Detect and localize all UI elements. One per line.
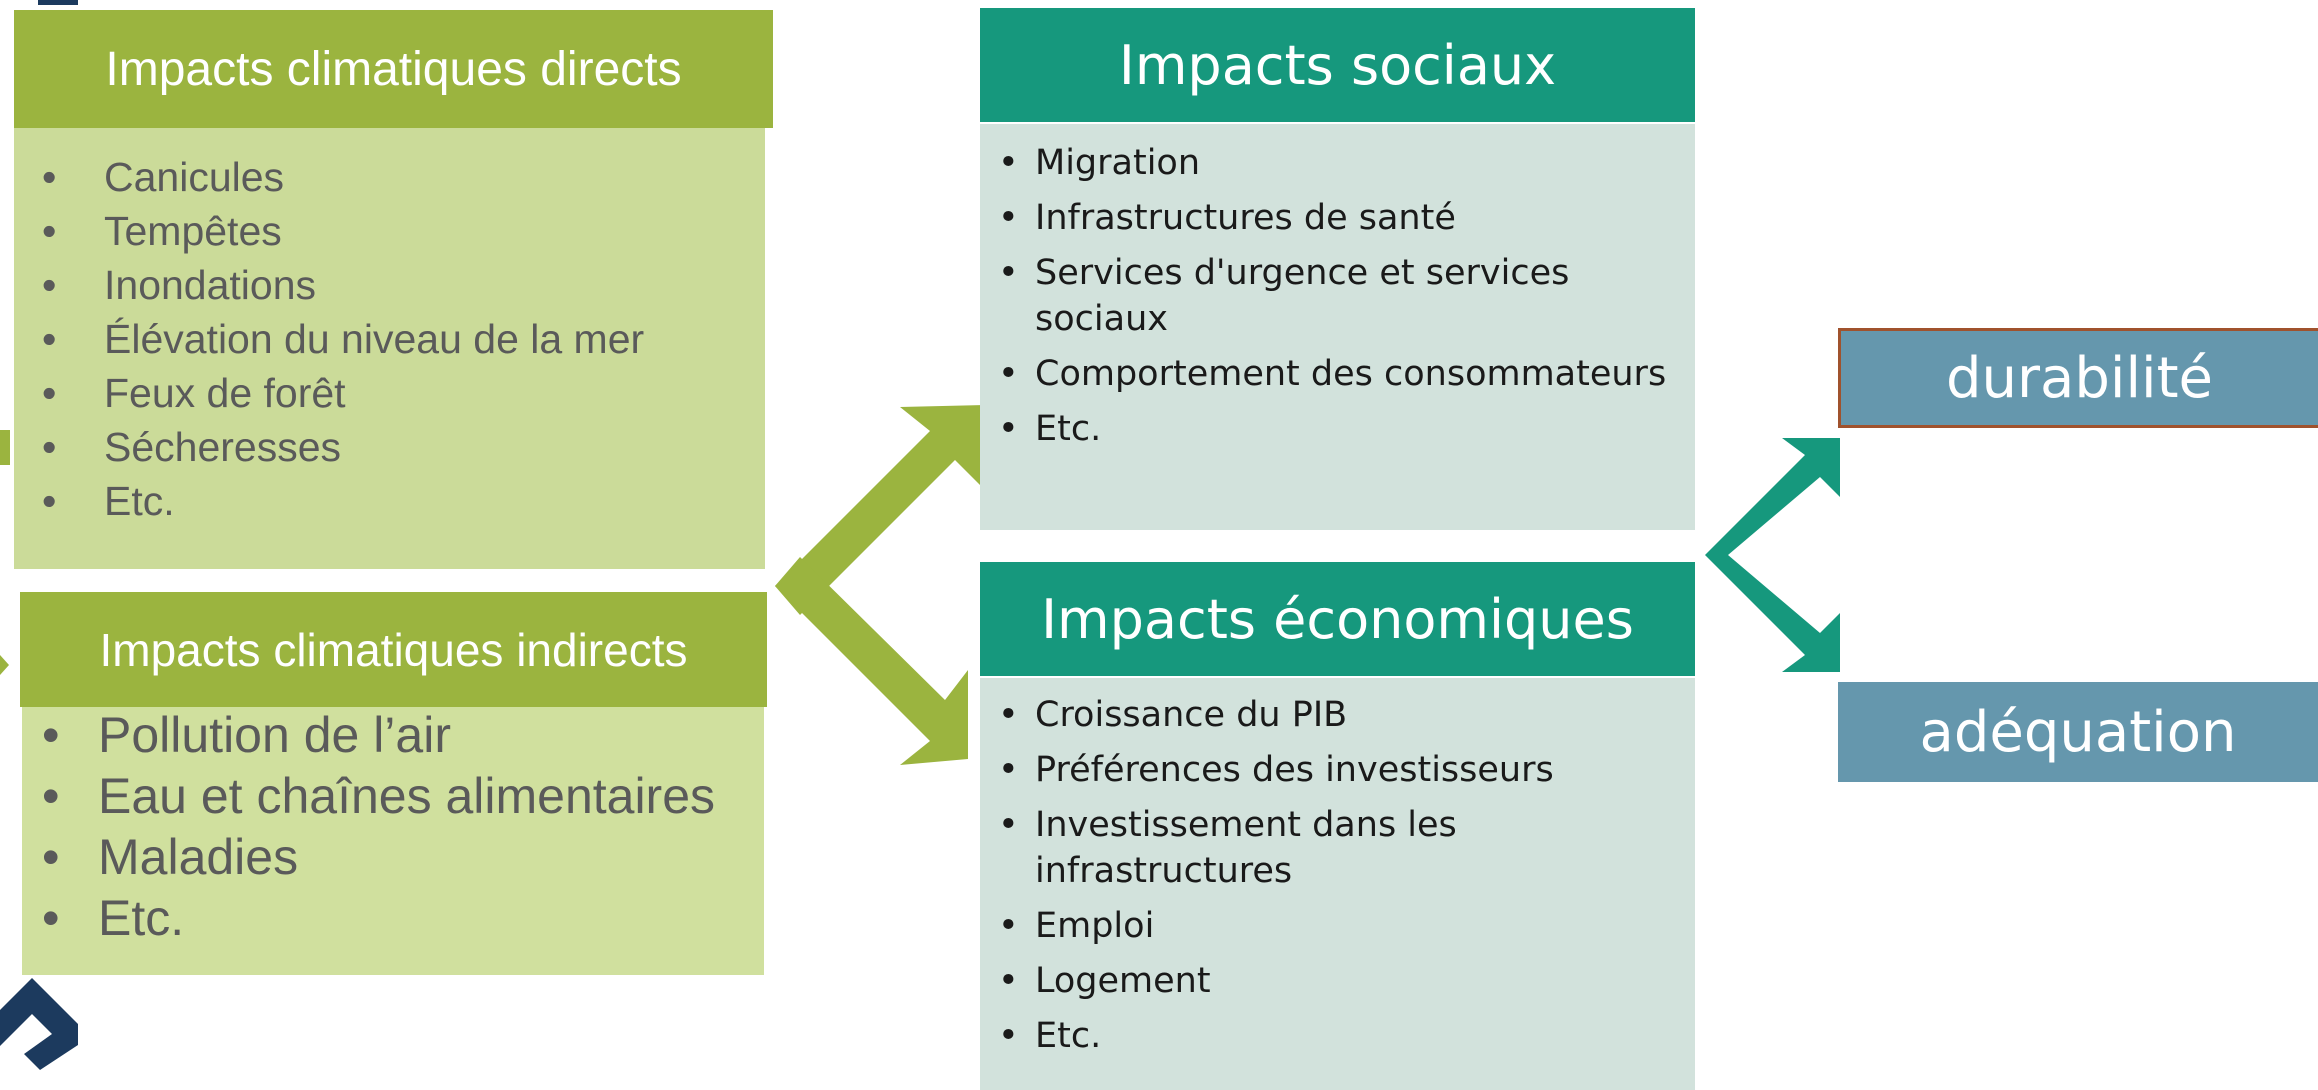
list-item: Investissement dans les infrastructures <box>980 802 1675 894</box>
list-item: Infrastructures de santé <box>980 195 1675 241</box>
list-item: Etc. <box>42 474 765 528</box>
economic-impacts-body: Croissance du PIB Préférences des invest… <box>980 678 1695 1090</box>
list-item: Migration <box>980 140 1675 186</box>
direct-impacts-list: Canicules Tempêtes Inondations Élévation… <box>42 150 765 528</box>
teal-arrow-up <box>1705 438 1840 555</box>
logo-icon <box>0 978 78 1070</box>
list-item: Comportement des consommateurs <box>980 351 1675 397</box>
list-item: Feux de forêt <box>42 366 765 420</box>
green-arrow-up <box>775 405 985 615</box>
list-item: Logement <box>980 958 1675 1004</box>
list-item: Canicules <box>42 150 765 204</box>
social-impacts-title: Impacts sociaux <box>1118 33 1557 97</box>
list-item: Tempêtes <box>42 204 765 258</box>
list-item: Etc. <box>980 406 1675 452</box>
list-item: Pollution de l’air <box>42 705 764 766</box>
list-item: Élévation du niveau de la mer <box>42 312 765 366</box>
social-impacts-body: Migration Infrastructures de santé Servi… <box>980 124 1695 530</box>
list-item: Etc. <box>980 1013 1675 1059</box>
outcome-adequation-box: adéquation <box>1838 682 2318 782</box>
left-edge-green-mark <box>0 430 10 465</box>
list-item: Inondations <box>42 258 765 312</box>
list-item: Emploi <box>980 903 1675 949</box>
list-item: Sécheresses <box>42 420 765 474</box>
outcome-adequation-label: adéquation <box>1919 699 2237 765</box>
indirect-impacts-title: Impacts climatiques indirects <box>99 623 688 676</box>
list-item: Etc. <box>42 888 764 949</box>
direct-impacts-title: Impacts climatiques directs <box>105 42 682 96</box>
economic-impacts-header: Impacts économiques <box>980 562 1695 676</box>
economic-impacts-title: Impacts économiques <box>1041 587 1634 651</box>
social-impacts-header: Impacts sociaux <box>980 8 1695 122</box>
social-impacts-list: Migration Infrastructures de santé Servi… <box>980 140 1675 452</box>
economic-impacts-list: Croissance du PIB Préférences des invest… <box>980 692 1675 1059</box>
indirect-impacts-list: Pollution de l’air Eau et chaînes alimen… <box>42 705 764 949</box>
green-arrow-down <box>775 557 968 765</box>
list-item: Préférences des investisseurs <box>980 747 1675 793</box>
indirect-impacts-body: Pollution de l’air Eau et chaînes alimen… <box>22 703 764 975</box>
teal-chevron-arrows <box>1705 438 1840 672</box>
indirect-impacts-header: Impacts climatiques indirects <box>20 592 767 707</box>
list-item: Services d'urgence et services sociaux <box>980 250 1675 342</box>
list-item: Maladies <box>42 827 764 888</box>
list-item: Eau et chaînes alimentaires <box>42 766 764 827</box>
outcome-durabilite-box: durabilité <box>1838 328 2318 428</box>
direct-impacts-header: Impacts climatiques directs <box>14 10 773 128</box>
direct-impacts-body: Canicules Tempêtes Inondations Élévation… <box>14 128 765 569</box>
left-edge-green-arrow <box>0 655 9 675</box>
outcome-durabilite-label: durabilité <box>1945 345 2213 411</box>
top-edge-navy-mark <box>38 0 78 5</box>
green-chevron-arrows <box>775 405 985 765</box>
list-item: Croissance du PIB <box>980 692 1675 738</box>
teal-arrow-down <box>1705 555 1840 672</box>
